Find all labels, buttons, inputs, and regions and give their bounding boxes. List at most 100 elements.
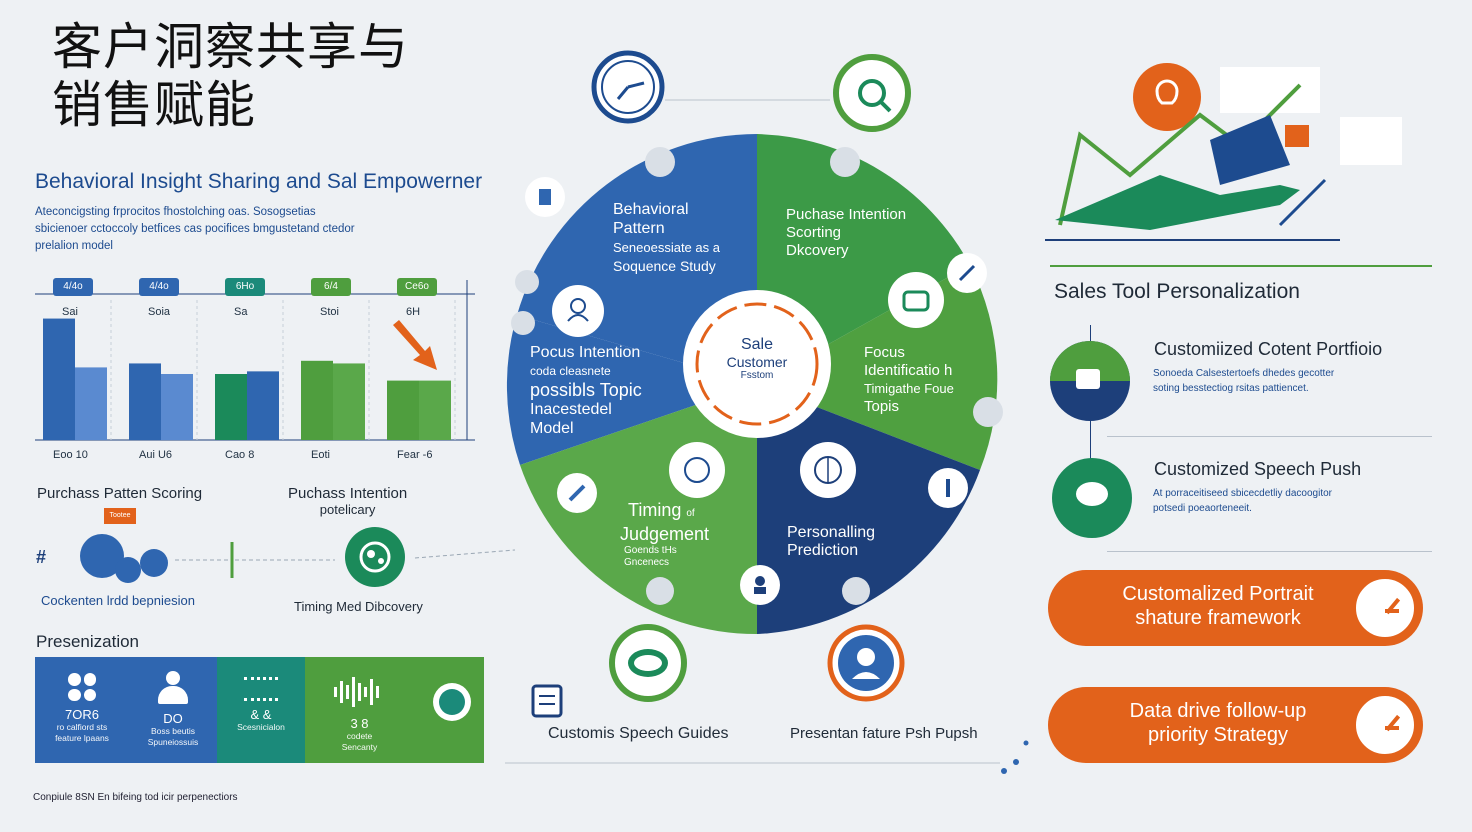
subtitle-description: Ateconcigsting frprocitos fhostolching o… <box>35 204 415 255</box>
pres-cell-2: DO Boss beutis Spuneiossuis <box>129 657 217 763</box>
pill-line: priority Strategy <box>1147 724 1289 746</box>
pres-cell-3: & & Scesnicialon <box>217 657 305 763</box>
clock-icon <box>591 50 665 124</box>
divider <box>1107 436 1432 437</box>
scoring-blob-large <box>80 534 124 578</box>
seg-line: of <box>686 508 695 519</box>
bar-tag: Ce6o <box>397 278 437 296</box>
seg-line: coda cleasnete <box>530 364 611 378</box>
seg-personalling-prediction: Personalling Prediction <box>787 524 875 560</box>
scoring-badge: Tootee <box>104 508 136 524</box>
decor-dot <box>515 270 539 294</box>
bar-chart <box>35 270 480 470</box>
seg-line: Timigathe Foue <box>864 381 954 396</box>
x-tick-label: Aui U6 <box>139 449 173 461</box>
x-tick-label: Eoo 10 <box>53 449 88 461</box>
chat-icon <box>609 624 687 702</box>
clipboard-icon <box>531 684 563 718</box>
insight-wheel <box>505 50 1029 774</box>
pres-cell-1: 7OR6 ro calfiord sts feature lpaans <box>35 657 129 763</box>
bar-1-series-2 <box>75 367 107 440</box>
pres-cell-sub: ro calfiord sts <box>56 722 108 732</box>
mini-chart-card <box>1340 117 1402 165</box>
bar-caption: Sai <box>62 306 78 318</box>
person-icon <box>156 671 190 705</box>
item1-title: Customiized Cotent Portfioio <box>1154 339 1383 359</box>
bar-2-series-2 <box>161 374 193 440</box>
title-line-2: 销售赋能 <box>52 76 256 134</box>
seg-line: Seneoessiate as a <box>613 240 720 255</box>
decor-dot <box>645 147 675 177</box>
location-pin-icon <box>827 624 905 702</box>
grid-icon <box>68 673 96 701</box>
seg-timing-judgement: Timing of Judgement Goends tHs Gncenecs <box>620 500 709 569</box>
x-tick-label: Fear -6 <box>397 449 433 461</box>
clock-icon <box>1353 693 1417 757</box>
bar-chart-svg <box>35 280 475 441</box>
speech-guides-label: Customis Speech Guides <box>548 725 729 742</box>
item2-title: Customized Speech Push <box>1154 459 1362 479</box>
seg-line: Prediction <box>787 542 859 559</box>
brain-icon <box>800 442 856 498</box>
bar-tag: 4/4o <box>139 278 179 296</box>
pill-line: Customalized Portrait <box>1122 583 1314 605</box>
item2-desc-line: potsedi poeaorteneeit. <box>1153 503 1252 514</box>
bar-1-series-1 <box>43 318 75 440</box>
bar-caption: Sa <box>234 306 248 318</box>
title-line-1: 客户洞察共享与 <box>52 18 409 76</box>
timeline-line <box>1090 325 1091 525</box>
item1-desc-line: Sonoeda Calsestertoefs dhedes gecotter <box>1153 368 1335 379</box>
pill-text: Data drive follow-up priority Strategy <box>1088 699 1348 747</box>
seg-line: possibls Topic <box>530 380 642 400</box>
pres-cell-num: DO <box>163 711 183 726</box>
pres-cell-4: 3 8 codete Sencanty <box>305 657 484 763</box>
follow-up-strategy-pill[interactable]: Data drive follow-up priority Strategy <box>1048 687 1423 763</box>
bar-caption: 6H <box>406 306 421 318</box>
section-divider <box>1050 265 1432 267</box>
page-title: 客户洞察共享与 销售赋能 <box>52 18 409 134</box>
bar-tag: 6/4 <box>311 278 351 296</box>
search-icon <box>833 54 911 132</box>
bar-5-series-2 <box>419 380 451 440</box>
center-line: Sale <box>740 336 774 353</box>
seg-purchase-intention: Puchase Intention Scorting Dkcovery <box>786 206 906 260</box>
desc-line: sbicienoer cctoccoly betfices cas pocifi… <box>35 223 355 235</box>
pres-cell-num: 3 8 <box>350 716 369 731</box>
bar-2-series-1 <box>129 363 161 440</box>
scoring-blob-medium <box>140 549 168 577</box>
seg-line: Judgement <box>620 524 710 544</box>
bar-5-series-1 <box>387 380 419 440</box>
bar-3-series-2 <box>247 371 279 440</box>
lab-icon <box>928 468 968 508</box>
clock-icon <box>1353 576 1417 640</box>
scoring-label: Purchass Patten Scoring <box>37 485 203 502</box>
mini-chart-card <box>1220 67 1320 113</box>
pill-text: Customalized Portrait shature framework <box>1088 582 1348 630</box>
intention-label: Puchass Intention potelicary <box>288 485 407 517</box>
item1-desc-line: soting besstectiog rsitas pattiencet. <box>1153 383 1309 394</box>
intention-label-line2: potelicary <box>319 502 376 517</box>
pres-cell-sub: feature lpaans <box>55 733 109 743</box>
pres-cell-sub: Scesnicialon <box>237 722 285 732</box>
connector <box>414 549 516 559</box>
decor-dot <box>830 147 860 177</box>
head-icon <box>669 442 725 498</box>
center-line: Customer <box>726 354 788 370</box>
scoring-diagram <box>80 534 516 583</box>
item2-desc: At porraceitiseed sbicecdetliy dacoogito… <box>1153 486 1332 516</box>
decor-dot <box>646 577 674 605</box>
seg-line: Goends tHs <box>624 545 677 556</box>
desc-line: prelalion model <box>35 240 113 252</box>
x-tick-label: Cao 8 <box>225 449 255 461</box>
pill-line: Data drive follow-up <box>1129 700 1307 722</box>
seg-line: Inacestedel <box>530 401 612 418</box>
bar-4-series-1 <box>301 360 333 440</box>
wrench-icon <box>557 473 597 513</box>
decomp-label: Cockenten lrdd bepniesion <box>41 593 195 608</box>
down-arrow-icon <box>393 320 437 370</box>
portrait-framework-pill[interactable]: Customalized Portrait shature framework <box>1048 570 1423 646</box>
seg-line: Puchase Intention <box>786 206 907 223</box>
pres-cell-sub: codete <box>346 731 373 741</box>
seg-line: Pattern <box>613 220 665 237</box>
flag-icon <box>1285 125 1309 147</box>
